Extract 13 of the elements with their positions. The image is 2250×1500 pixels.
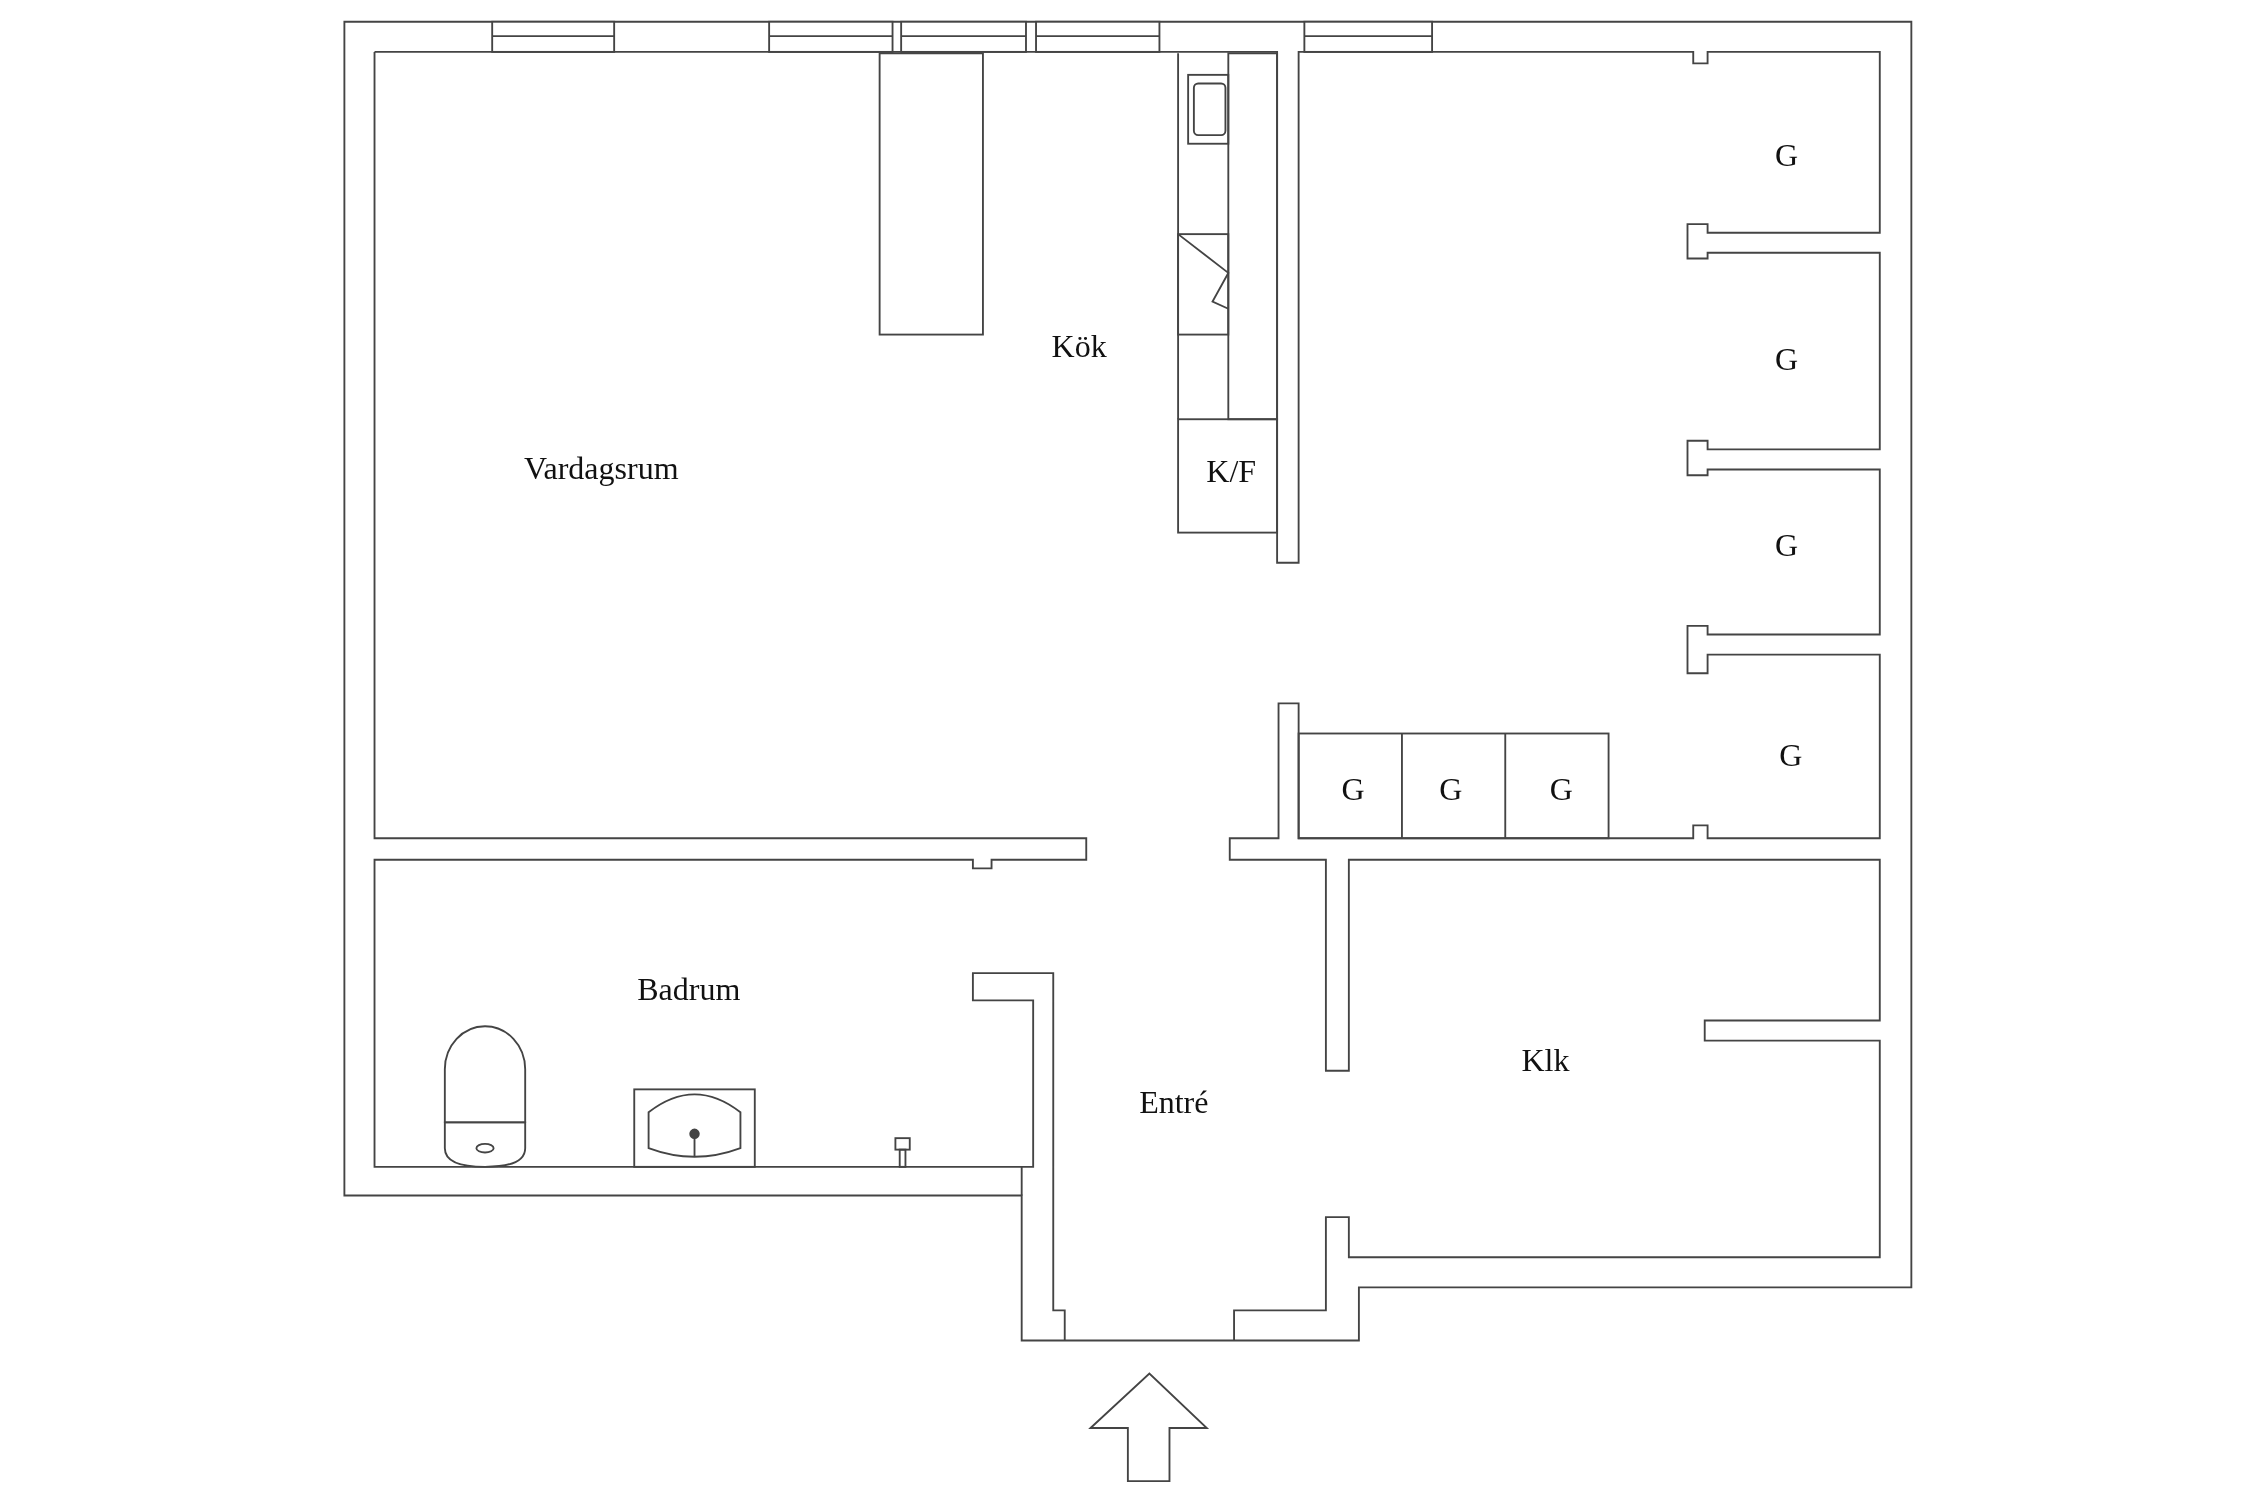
room-label: G (1549, 770, 1573, 808)
room-label: G (1774, 526, 1799, 564)
room-label: G (1774, 340, 1799, 378)
room-label: G (1779, 736, 1803, 774)
room-label: Badrum (637, 970, 741, 1008)
room-label: G (1774, 136, 1799, 174)
room-label: K/F (1206, 452, 1257, 490)
room-label: Kök (1051, 327, 1107, 365)
room-label: G (1439, 770, 1463, 808)
room-label: G (1341, 770, 1365, 808)
room-label: Vardagsrum (523, 449, 679, 487)
room-label: Klk (1521, 1041, 1570, 1079)
room-label: Entré (1139, 1083, 1209, 1121)
